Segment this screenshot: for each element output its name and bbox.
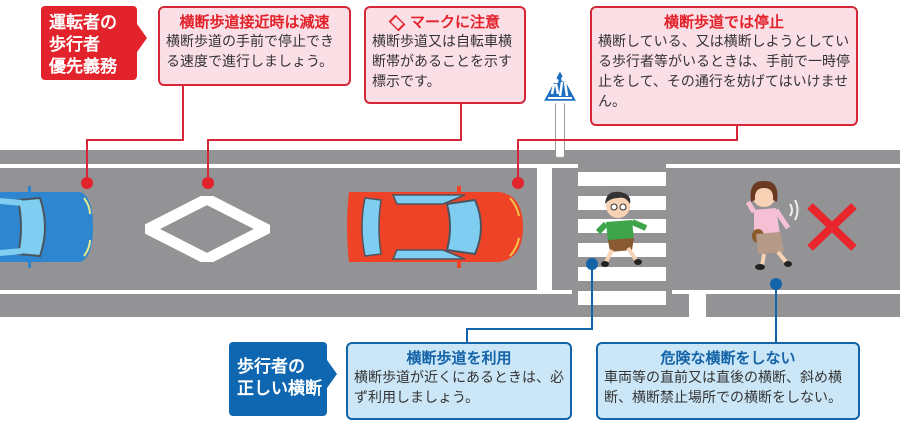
callout-slow-down: 横断歩道接近時は減速 横断歩道の手前で停止できる速度で進行しましょう。 bbox=[158, 6, 351, 86]
diamond-mark-icon bbox=[388, 14, 406, 31]
red-x-icon bbox=[807, 203, 857, 251]
connector-line bbox=[182, 86, 184, 140]
boy-pedestrian bbox=[596, 191, 648, 267]
connector-line bbox=[736, 126, 738, 140]
red-car bbox=[347, 186, 523, 268]
road-edge-line-bottom-right bbox=[672, 290, 900, 294]
connector-line bbox=[207, 139, 462, 141]
driver-duty-tag: 運転者の 歩行者 優先義務 bbox=[41, 6, 137, 80]
connector-line bbox=[466, 328, 468, 342]
connector-line bbox=[86, 139, 184, 141]
connector-line bbox=[86, 139, 88, 181]
sign-pole bbox=[555, 102, 565, 158]
stop-line bbox=[537, 168, 552, 290]
road-edge-line-top bbox=[0, 164, 578, 168]
road-edge-line-bottom bbox=[0, 290, 572, 294]
pedestrian-crossing-tag: 歩行者の 正しい横断 bbox=[229, 342, 327, 416]
sidewalk-gap bbox=[689, 294, 706, 317]
blue-car bbox=[0, 186, 93, 268]
pedestrian-tag-arrow bbox=[327, 360, 337, 388]
connector-line bbox=[775, 284, 777, 342]
connector-line bbox=[517, 139, 519, 181]
callout-diamond-mark: マークに注意 横断歩道又は自転車横断帯があることを示す標示です。 bbox=[364, 6, 526, 104]
diamond-road-marking bbox=[145, 196, 270, 262]
road-edge-line-top-right bbox=[666, 164, 900, 168]
callout-use-crosswalk: 横断歩道を利用 横断歩道が近くにあるときは、必ず利用しましょう。 bbox=[346, 342, 572, 420]
pointer-dot bbox=[202, 177, 214, 189]
driver-tag-arrow bbox=[137, 24, 147, 52]
connector-line bbox=[591, 264, 593, 330]
crosswalk-sign-icon bbox=[540, 67, 580, 104]
callout-stop-at-crosswalk: 横断歩道では停止 横断している、又は横断しようとしている歩行者等がいるときは、手… bbox=[590, 6, 858, 126]
connector-line bbox=[207, 139, 209, 181]
pointer-dot bbox=[512, 177, 524, 189]
connector-line bbox=[460, 104, 462, 140]
woman-pedestrian bbox=[745, 180, 799, 270]
connector-line bbox=[466, 328, 593, 330]
connector-line bbox=[517, 139, 738, 141]
pointer-dot bbox=[81, 177, 93, 189]
callout-no-dangerous-crossing: 危険な横断をしない 車両等の直前又は直後の横断、斜め横断、横断禁止場所での横断を… bbox=[596, 342, 860, 420]
